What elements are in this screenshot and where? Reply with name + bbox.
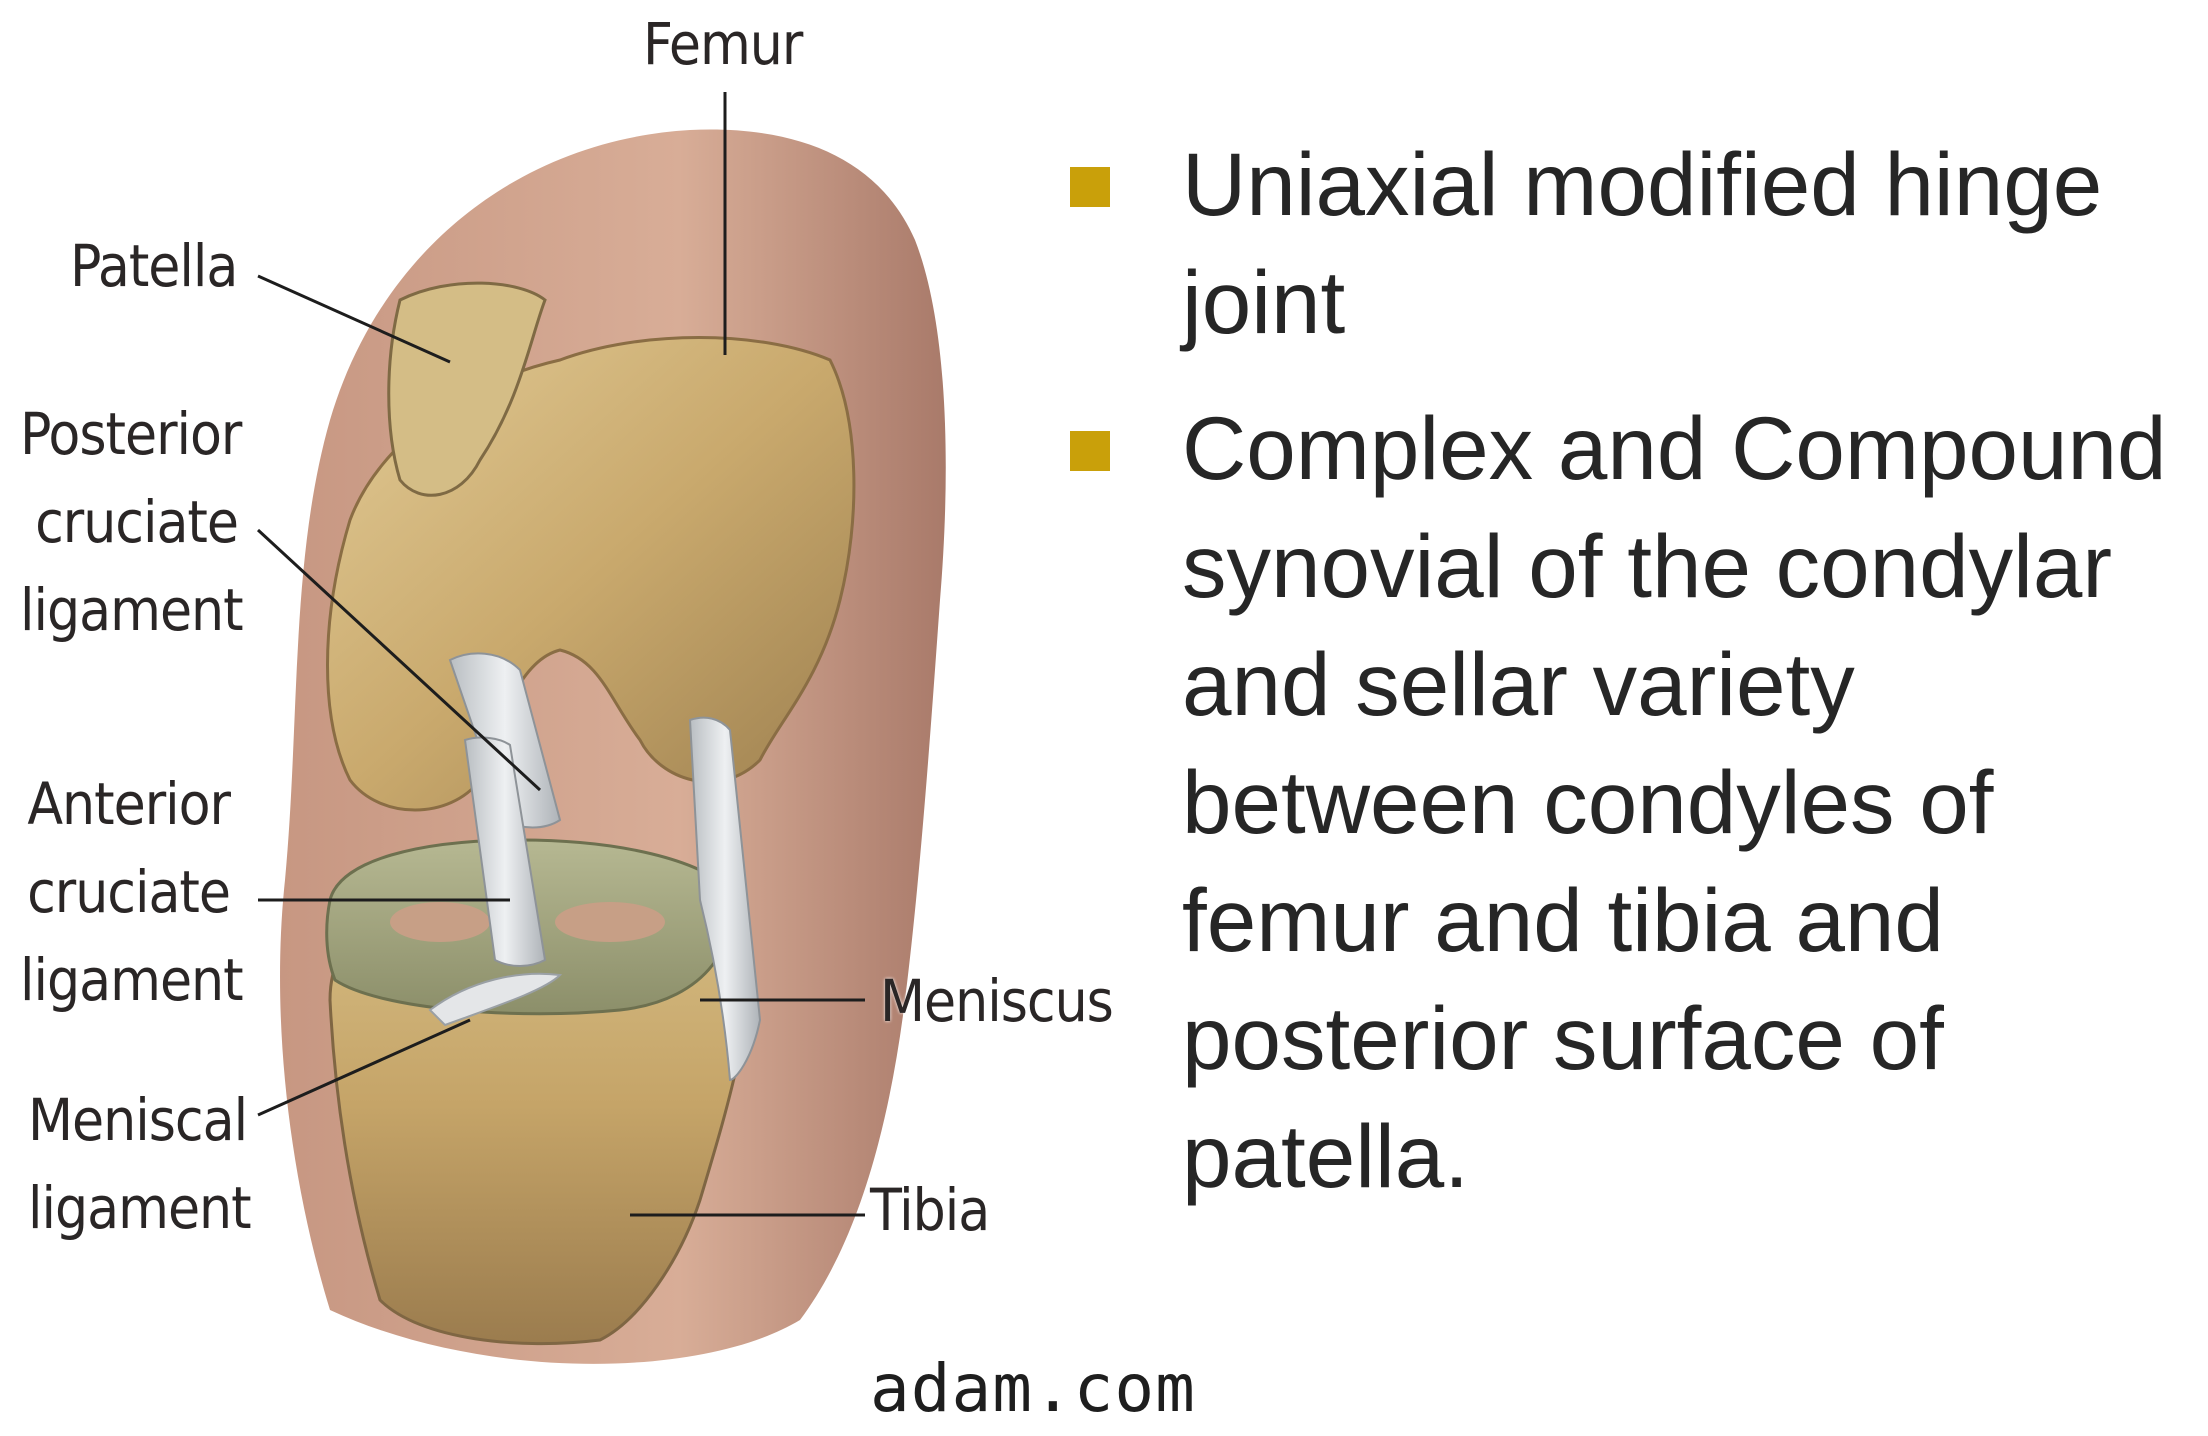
square-bullet-icon bbox=[1070, 167, 1110, 207]
label-patella: Patella bbox=[70, 232, 238, 300]
meniscal-leader-line bbox=[257, 1018, 471, 1117]
patella-leader-line bbox=[257, 274, 451, 364]
label-posterior-cruciate-ligament: Posterior cruciate ligament bbox=[20, 400, 244, 644]
label-anterior-cruciate-ligament: Anterior cruciate ligament bbox=[20, 770, 244, 1014]
bullet-item: Complex and Compound synovial of the con… bbox=[1060, 389, 2200, 1215]
adam-watermark: adam.com bbox=[870, 1350, 1196, 1427]
knee-joint-illustration bbox=[256, 92, 946, 1364]
lateral-ligament-shape bbox=[688, 716, 762, 1082]
bullet-item: Uniaxial modified hinge joint bbox=[1060, 125, 2200, 361]
patella-shape bbox=[387, 281, 547, 497]
meniscus-hole-right bbox=[555, 902, 665, 942]
label-tibia: Tibia bbox=[870, 1176, 990, 1244]
bullet-list: Uniaxial modified hinge joint Complex an… bbox=[1060, 125, 2200, 1243]
meniscal-ligament-shape bbox=[428, 972, 563, 1027]
square-bullet-icon bbox=[1070, 431, 1110, 471]
bullet-text: Complex and Compound synovial of the con… bbox=[1182, 398, 2167, 1206]
label-meniscal-ligament: Meniscal ligament bbox=[28, 1086, 252, 1242]
meniscus-hole-left bbox=[390, 902, 490, 942]
label-femur: Femur bbox=[643, 10, 803, 78]
label-meniscus: Meniscus bbox=[880, 967, 1114, 1035]
bullet-text: Uniaxial modified hinge joint bbox=[1182, 134, 2103, 352]
pcl-leader-line bbox=[256, 528, 542, 792]
